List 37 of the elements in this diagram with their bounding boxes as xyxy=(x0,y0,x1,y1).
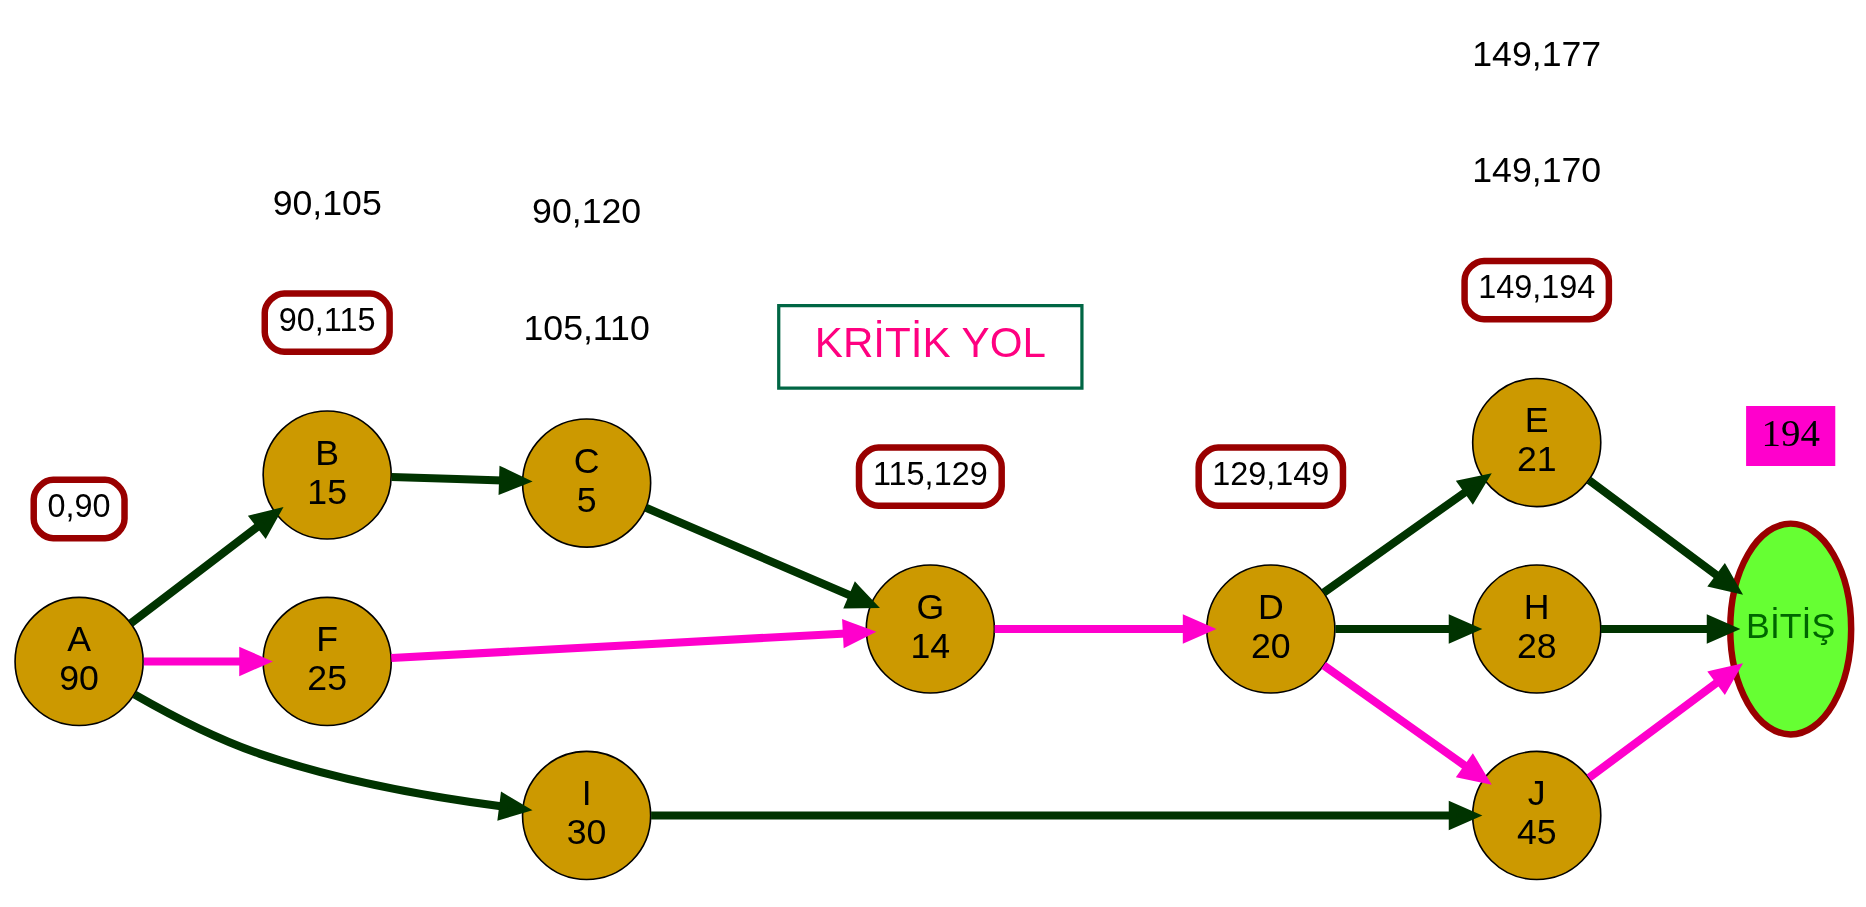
label: 149,177 xyxy=(1472,33,1602,74)
node-ellipse: BİTİŞ xyxy=(1727,520,1855,738)
node-circle: A 90 xyxy=(14,596,144,727)
node-box: 194 xyxy=(1746,406,1836,467)
node-box: 149,194 xyxy=(1461,257,1613,323)
arrow xyxy=(1586,477,1744,595)
node-circle: B 15 xyxy=(262,410,393,540)
arrow xyxy=(143,646,273,677)
arrow xyxy=(1335,614,1483,644)
arrow xyxy=(1321,662,1492,785)
arrow xyxy=(132,690,533,821)
node-box: 115,129 xyxy=(855,444,1005,510)
node-circle: F 25 xyxy=(262,596,393,727)
node-box: 90,115 xyxy=(261,290,393,355)
node-circle: I 30 xyxy=(521,750,652,881)
arrow xyxy=(391,618,877,663)
node-box: 0,90 xyxy=(30,476,128,542)
arrow xyxy=(994,614,1217,644)
node-circle: D 20 xyxy=(1205,564,1336,694)
label: 90,120 xyxy=(532,191,642,232)
node-box: 129,149 xyxy=(1195,444,1347,510)
node-circle: E 21 xyxy=(1471,377,1602,508)
label: 149,170 xyxy=(1472,150,1602,191)
node-circle: H 28 xyxy=(1471,564,1602,694)
arrow xyxy=(1586,663,1744,781)
arrow xyxy=(128,507,284,627)
node-circle: J 45 xyxy=(1471,750,1602,881)
node-box: KRİTİK YOL xyxy=(777,303,1084,390)
arrow xyxy=(651,800,1483,831)
node-circle: G 14 xyxy=(865,564,996,694)
arrow xyxy=(644,504,880,609)
node-circle: C 5 xyxy=(521,418,652,548)
label: 90,105 xyxy=(272,182,382,223)
arrow xyxy=(1321,473,1492,596)
arrow xyxy=(1600,614,1741,644)
label: 105,110 xyxy=(523,307,650,348)
arrow xyxy=(391,465,533,496)
